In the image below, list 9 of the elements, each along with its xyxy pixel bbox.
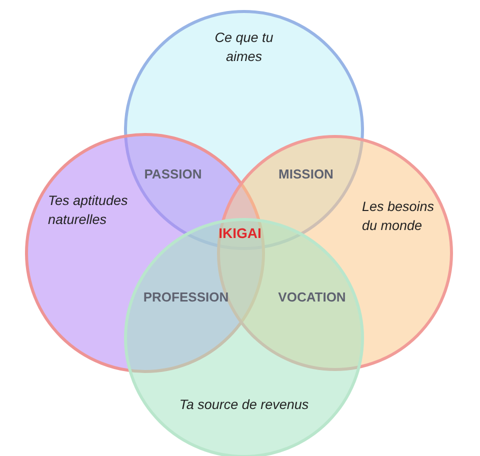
circle-label: Ce que tu aimes — [214, 29, 274, 66]
circle-label: Les besoins du monde — [362, 198, 436, 235]
circle-label: Tes aptitudes naturelles — [48, 192, 129, 229]
circle-label: Ta source de revenus — [178, 396, 310, 414]
overlap-label: VOCATION — [278, 290, 346, 304]
overlap-label: PASSION — [144, 166, 202, 182]
overlap-label: MISSION — [278, 166, 334, 182]
center-label: IKIGAI — [218, 225, 262, 241]
overlap-label: PROFESSION — [143, 290, 229, 304]
